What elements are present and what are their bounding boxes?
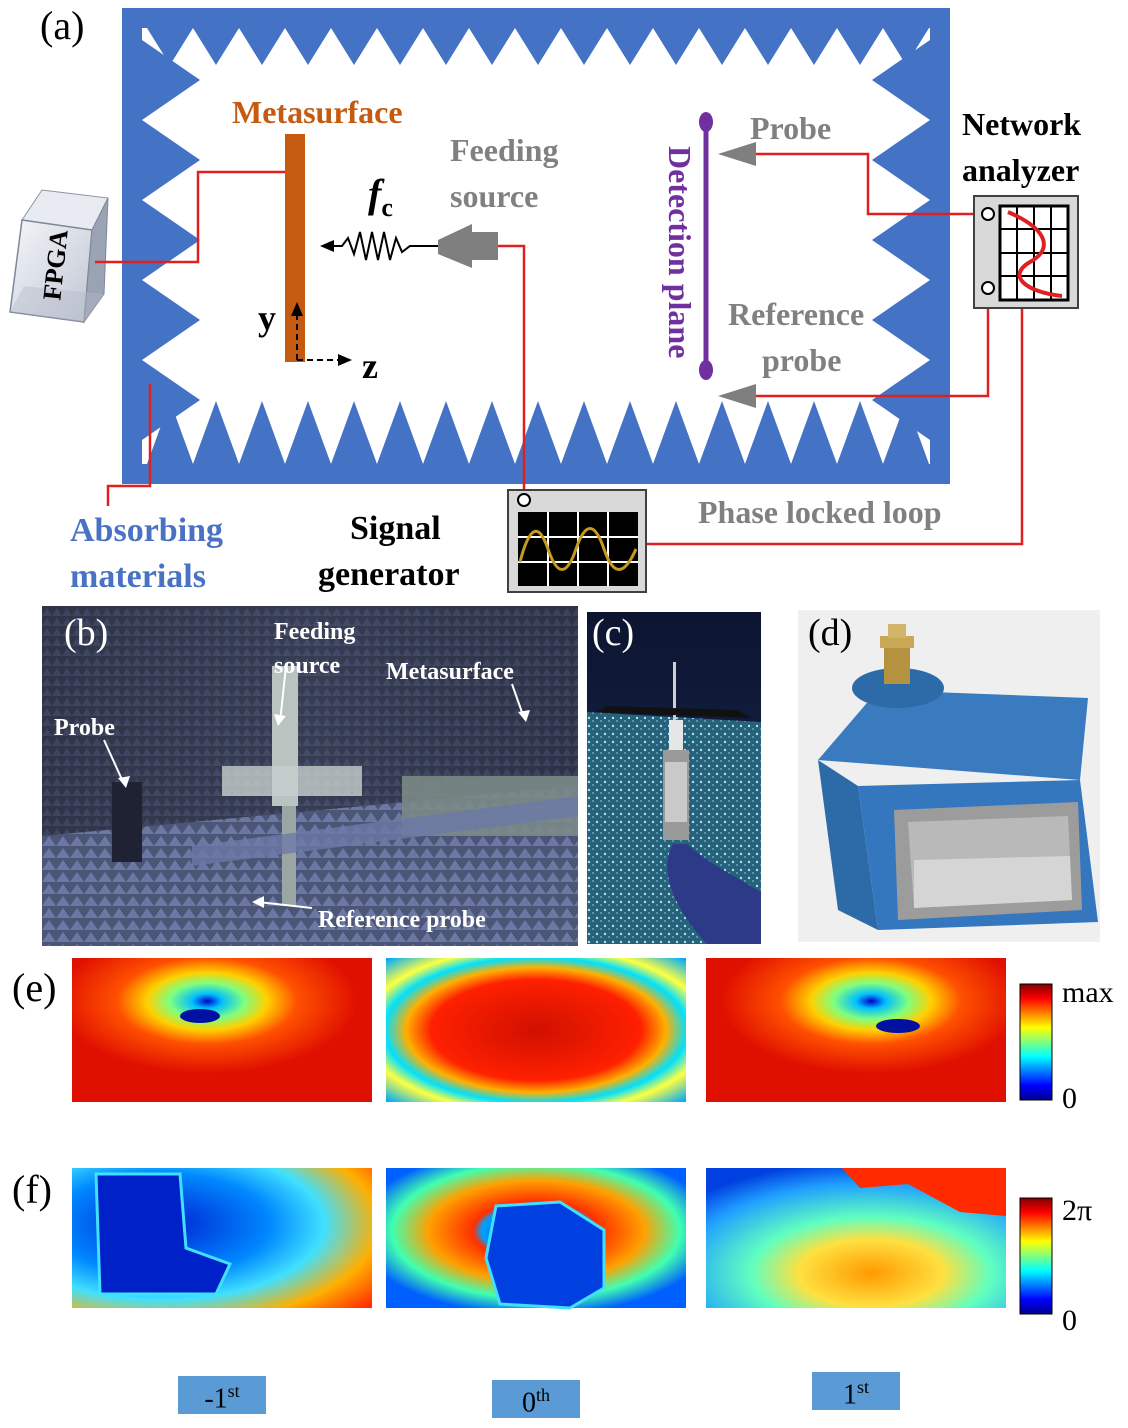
absorbing-materials-label-line1: Absorbing	[70, 512, 224, 549]
amplitude-colorbar-min: 0	[1062, 1082, 1077, 1115]
reference-probe-arrow-icon	[718, 384, 756, 408]
axis-y-label: y	[258, 298, 276, 338]
order-box-plus-1	[812, 1372, 900, 1410]
metasurface-slab	[285, 134, 305, 362]
signal-generator-icon	[507, 489, 647, 593]
panel-label-d: (d)	[808, 612, 853, 654]
network-analyzer-label-line1: Network	[962, 106, 1082, 142]
panel-label-a: (a)	[40, 3, 85, 48]
order-label-plus-1-sup: st	[856, 1377, 869, 1397]
amplitude-colorbar	[1019, 983, 1053, 1101]
reference-probe-label-line1: Reference	[728, 296, 865, 332]
order-box-minus-1	[178, 1376, 266, 1414]
fpga-block	[9, 189, 109, 324]
frequency-symbol: f	[368, 171, 382, 216]
panel-label-c: (c)	[592, 612, 635, 654]
photo-b-feeding-label-line1: Feeding	[274, 619, 356, 645]
photo-waveguide	[798, 610, 1100, 942]
phase-colorbar-min: 0	[1062, 1304, 1077, 1337]
phase-locked-loop-label: Phase locked loop	[698, 494, 942, 530]
photo-probe-closeup	[587, 612, 761, 944]
absorber-spikes-left	[142, 40, 200, 440]
feeding-source-label-line2: source	[450, 178, 539, 214]
red-wiring	[95, 152, 1024, 546]
reference-probe-label-line2: probe	[762, 342, 842, 378]
network-analyzer-icon	[973, 195, 1079, 309]
photo-b-metasurface-label: Metasurface	[386, 659, 514, 685]
feeding-source-label-line1: Feeding	[450, 132, 559, 168]
absorber-spikes-right	[872, 40, 930, 440]
order-label-0-sup: th	[535, 1385, 550, 1405]
order-label-0: 0th	[492, 1386, 580, 1417]
panel-label-f: (f)	[12, 1167, 52, 1212]
axis-z-label: z	[362, 346, 378, 386]
absorbing-materials-label-line2: materials	[70, 558, 206, 595]
frequency-subscript: c	[381, 193, 393, 222]
amplitude-map-plus-1	[706, 958, 1006, 1102]
frequency-label: fc	[368, 174, 393, 221]
order-box-0	[492, 1380, 580, 1418]
signal-generator-label-line1: Signal	[350, 510, 441, 547]
amplitude-colorbar-max: max	[1062, 976, 1114, 1009]
panel-label-e: (e)	[12, 965, 57, 1010]
amplitude-map-minus-1	[72, 958, 372, 1102]
absorber-spikes-top	[147, 28, 929, 65]
detection-plane-marker	[699, 112, 713, 380]
photo-b-probe-label: Probe	[54, 715, 115, 741]
wave-icon	[320, 231, 438, 261]
order-label-plus-1: 1st	[812, 1378, 900, 1409]
photo-b-reference-probe-label: Reference probe	[318, 907, 486, 933]
order-label-minus-1-sup: st	[227, 1381, 240, 1401]
feeding-horn-icon	[438, 224, 498, 268]
panel-label-b: (b)	[64, 612, 109, 654]
amplitude-map-0	[386, 958, 686, 1102]
phase-colorbar-max: 2π	[1062, 1194, 1093, 1227]
order-label-minus-1: -1st	[178, 1382, 266, 1413]
network-analyzer-label-line2: analyzer	[962, 152, 1080, 188]
order-label-0-base: 0	[521, 1387, 536, 1419]
probe-arrow-icon	[718, 142, 756, 166]
order-label-minus-1-base: -1	[204, 1383, 228, 1415]
photo-anechoic-chamber	[42, 606, 578, 946]
photo-b-feeding-label-line2: source	[274, 653, 341, 679]
schematic-diagram	[9, 8, 1079, 593]
absorber-spikes-bottom	[147, 401, 929, 464]
signal-generator-label-line2: generator	[318, 556, 460, 593]
field-maps	[72, 958, 1053, 1418]
phase-colorbar	[1019, 1197, 1053, 1315]
detection-plane-label: Detection plane	[662, 146, 698, 359]
metasurface-label: Metasurface	[232, 94, 403, 130]
coordinate-axes	[296, 312, 340, 361]
probe-label: Probe	[750, 110, 832, 146]
order-label-plus-1-base: 1	[842, 1379, 857, 1411]
